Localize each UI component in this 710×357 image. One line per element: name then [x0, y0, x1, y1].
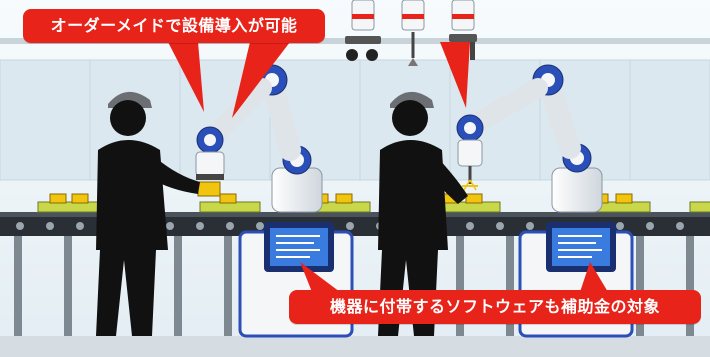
worker-figure-icon: [96, 91, 200, 336]
products: [37, 193, 710, 213]
callout-bottom-tail: [580, 262, 608, 292]
callout-custom-installation: オーダーメイドで設備導入が可能: [23, 9, 325, 43]
callout-top-tail: [168, 42, 204, 112]
callout-bottom-tail: [300, 262, 340, 292]
callout-top-tail: [232, 42, 290, 118]
gripper-tool-icon: [449, 0, 477, 60]
callout-software-subsidy: 機器に付帯するソフトウェアも補助金の対象: [289, 290, 701, 324]
collaborative-robot-arm-icon: [195, 64, 323, 213]
callout-top-tail: [440, 42, 470, 108]
gripper-tool-icon: [345, 0, 381, 61]
gripper-tool-icon: [401, 0, 425, 66]
collaborative-robot-arm-icon: [456, 64, 603, 213]
